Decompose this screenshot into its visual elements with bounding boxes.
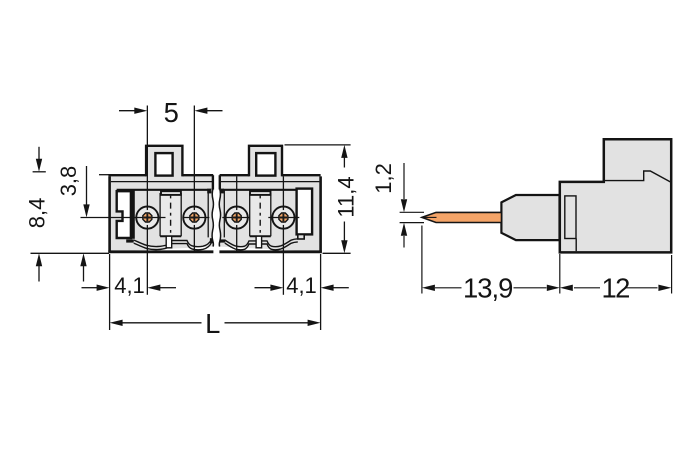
svg-text:11,4: 11,4 — [334, 176, 359, 217]
svg-text:1,2: 1,2 — [371, 163, 396, 194]
svg-text:L: L — [205, 308, 220, 339]
svg-text:8,4: 8,4 — [25, 198, 50, 229]
svg-text:4,1: 4,1 — [114, 273, 145, 298]
svg-text:5: 5 — [164, 97, 179, 128]
svg-text:3,8: 3,8 — [56, 166, 81, 197]
svg-text:13,9: 13,9 — [463, 272, 512, 303]
svg-text:4,1: 4,1 — [286, 273, 317, 298]
svg-text:12: 12 — [601, 272, 629, 303]
